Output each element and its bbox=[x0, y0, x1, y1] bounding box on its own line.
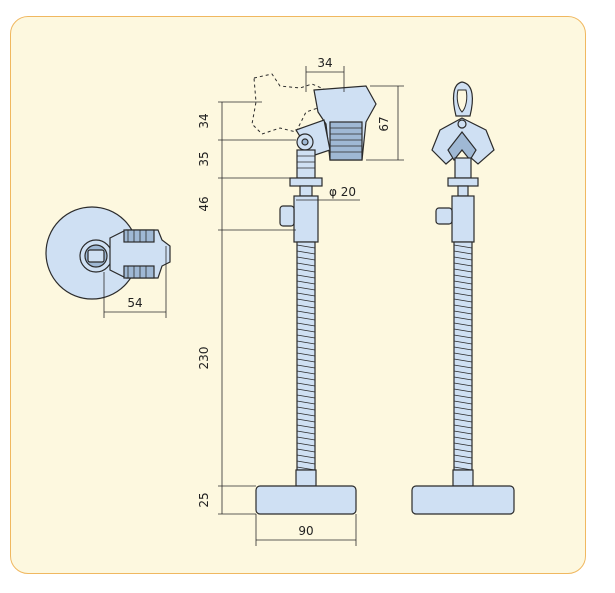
front-view: 34 67 34 35 46 230 25 φ 20 90 bbox=[197, 56, 404, 546]
lock-knob bbox=[279, 205, 295, 227]
dim-label-35: 35 bbox=[197, 151, 211, 166]
pipe-core bbox=[87, 249, 105, 263]
neck-side bbox=[454, 157, 472, 179]
dim-label-phi20: φ 20 bbox=[329, 185, 356, 199]
lower-fitting-side bbox=[452, 469, 474, 487]
neck bbox=[296, 149, 316, 179]
plan-view: 54 bbox=[45, 206, 171, 318]
dim-label-90: 90 bbox=[298, 524, 313, 538]
dim-label-34-side: 34 bbox=[197, 113, 211, 128]
joint-block-side bbox=[451, 195, 475, 243]
side-view bbox=[411, 81, 515, 515]
lower-fitting bbox=[295, 469, 317, 487]
clamp-open-outline bbox=[251, 73, 327, 135]
lock-knob-side bbox=[435, 207, 453, 225]
dim-label-54: 54 bbox=[127, 296, 142, 310]
weighted-base bbox=[255, 485, 357, 515]
dim-label-34-top: 34 bbox=[317, 56, 332, 70]
spindle bbox=[299, 185, 313, 197]
dim-label-67: 67 bbox=[377, 116, 391, 131]
weighted-base-side bbox=[411, 485, 515, 515]
clamp-grip-lower bbox=[123, 265, 155, 279]
dim-label-25: 25 bbox=[197, 492, 211, 507]
dim-label-230: 230 bbox=[197, 347, 211, 370]
collar-side bbox=[447, 177, 479, 187]
spindle-side bbox=[457, 185, 469, 197]
collar bbox=[289, 177, 323, 187]
clamp-jaws-inner bbox=[447, 131, 477, 162]
clamp-pin-side bbox=[457, 119, 467, 129]
hinge-pin bbox=[301, 138, 309, 146]
dim-label-46: 46 bbox=[197, 196, 211, 211]
clamp-grip-upper bbox=[123, 229, 155, 243]
joint-block bbox=[293, 195, 319, 243]
